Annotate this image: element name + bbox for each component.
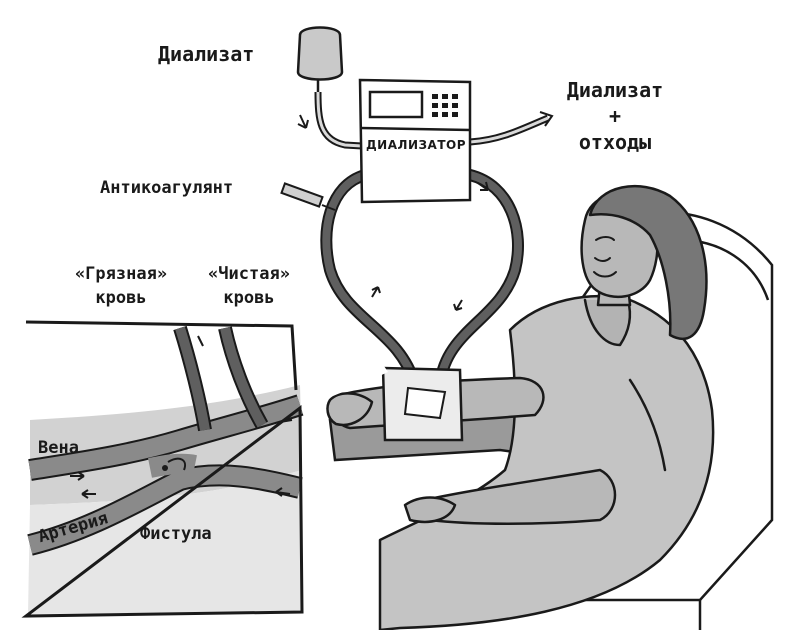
inset-panel bbox=[21, 320, 388, 618]
label-dialysate-out-line1: Диализат bbox=[566, 78, 664, 102]
label-clean-blood-line2: кровь bbox=[223, 288, 275, 308]
label-dialysate-out-plus: + bbox=[608, 104, 622, 128]
blood-lines bbox=[320, 169, 524, 391]
label-dirty-blood-line1: «Грязная» bbox=[74, 264, 168, 284]
dialysate-in-tube bbox=[314, 91, 363, 150]
label-vein: Вена bbox=[38, 438, 79, 458]
label-dialysate-out-line2: отходы bbox=[578, 130, 652, 154]
syringe bbox=[280, 182, 336, 211]
label-clean-blood-line1: «Чистая» bbox=[208, 264, 290, 284]
flow-arrows bbox=[297, 114, 489, 311]
label-dialyzer: ДИАЛИЗАТОР bbox=[365, 138, 467, 152]
dialyzer-machine bbox=[358, 78, 472, 204]
label-fistula: Фистула bbox=[140, 524, 212, 544]
label-dirty-blood-line2: кровь bbox=[95, 288, 147, 308]
access-site-bandage bbox=[381, 366, 464, 442]
dialysate-bag bbox=[296, 26, 344, 92]
label-anticoagulant: Антикоагулянт bbox=[100, 178, 234, 198]
label-dialysate-in: Диализат bbox=[158, 42, 255, 66]
